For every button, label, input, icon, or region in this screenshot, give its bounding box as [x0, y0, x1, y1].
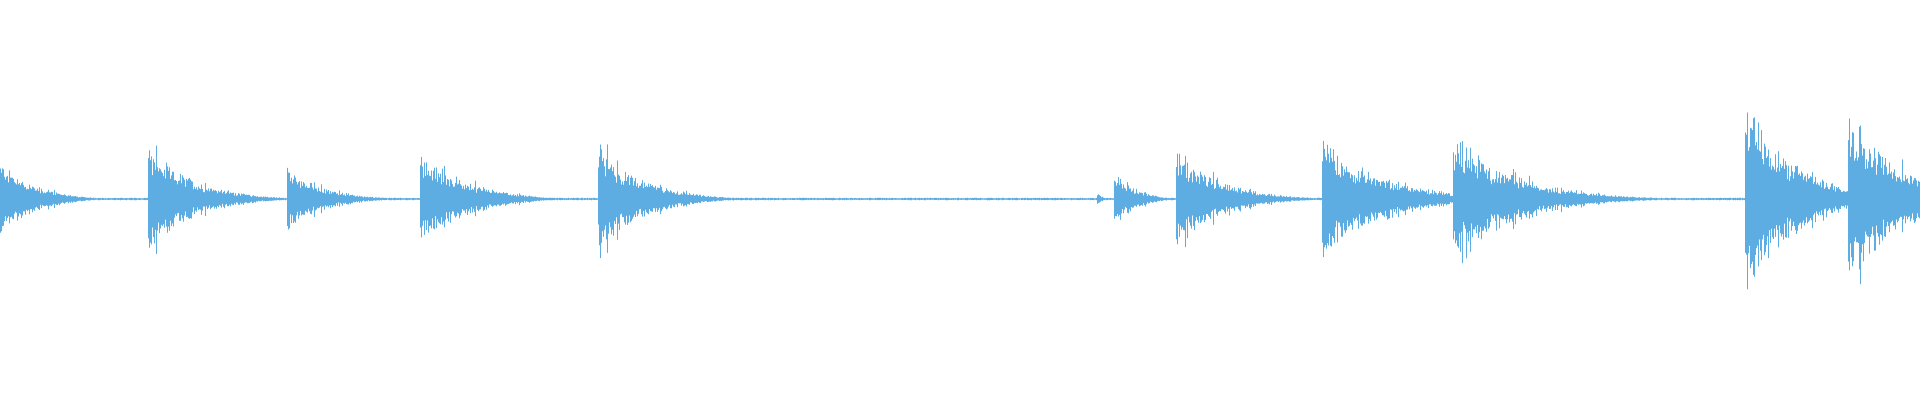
- waveform-signal: [0, 112, 1920, 290]
